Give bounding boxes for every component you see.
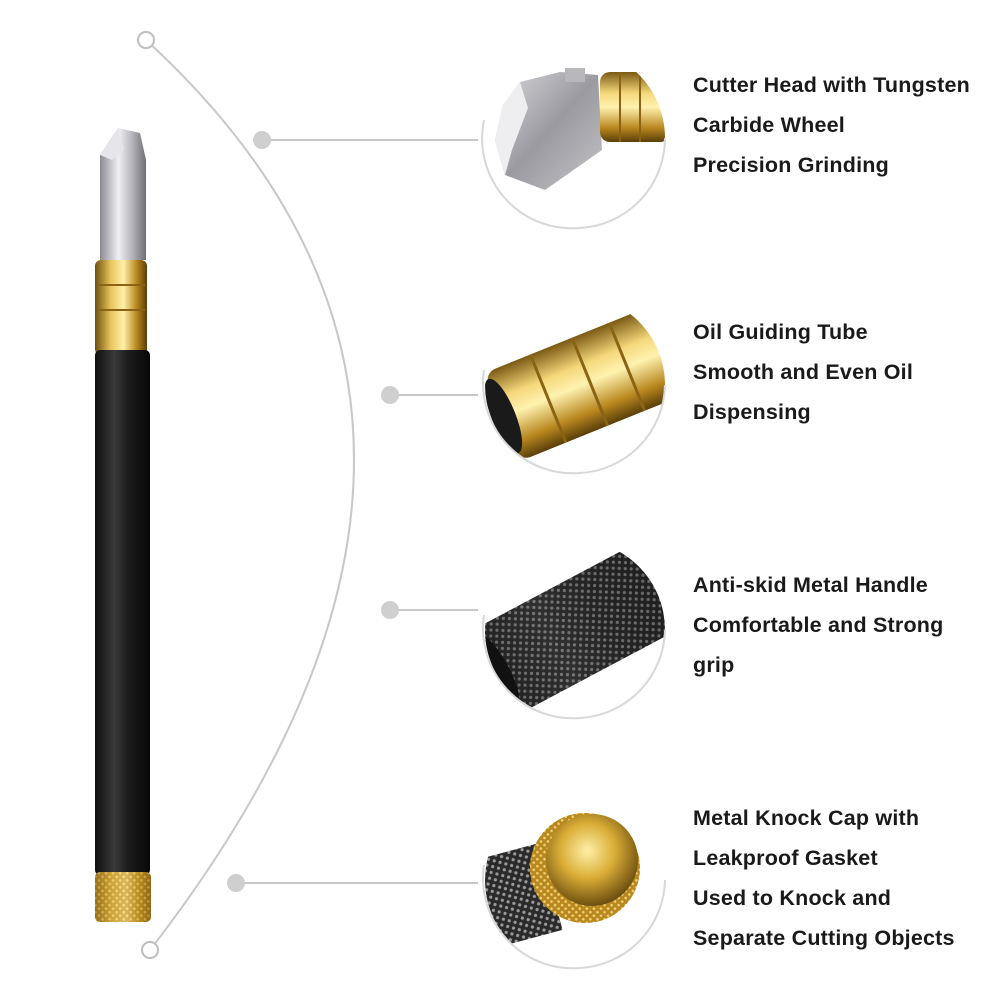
feature-line: Comfortable and Strong — [693, 613, 944, 637]
feature-line: Used to Knock and — [693, 886, 892, 910]
knock-cap-icon — [485, 790, 665, 970]
feature-line: Metal Knock Cap with — [693, 806, 920, 830]
feature-line: Oil Guiding Tube — [693, 320, 868, 344]
feature-line: grip — [693, 653, 735, 677]
connector-dot — [227, 874, 245, 892]
arc-end-top — [137, 31, 155, 49]
feature-line: Separate Cutting Objects — [693, 926, 955, 950]
connector-dot — [381, 386, 399, 404]
feature-line: Dispensing — [693, 400, 811, 424]
feature-handle: Anti-skid Metal Handle Comfortable and S… — [693, 565, 943, 685]
feature-knock-cap: Metal Knock Cap with Leakproof Gasket Us… — [693, 798, 955, 958]
feature-cutter-head: Cutter Head with Tungsten Carbide Wheel … — [693, 65, 970, 185]
guide-arc — [145, 39, 355, 951]
connector-dot — [253, 131, 271, 149]
cutter-head-icon — [485, 48, 665, 228]
knurled-handle-icon — [485, 540, 665, 720]
feature-line: Precision Grinding — [693, 153, 889, 177]
connector-dot — [381, 601, 399, 619]
feature-line: Leakproof Gasket — [693, 846, 878, 870]
feature-oil-tube: Oil Guiding Tube Smooth and Even Oil Dis… — [693, 312, 913, 432]
feature-line: Cutter Head with Tungsten — [693, 73, 970, 97]
oil-tube-icon — [485, 295, 665, 475]
arc-end-bottom — [141, 941, 159, 959]
feature-line: Carbide Wheel — [693, 113, 845, 137]
feature-line: Smooth and Even Oil — [693, 360, 914, 384]
feature-line: Anti-skid Metal Handle — [693, 573, 928, 597]
glass-cutter-photo — [95, 128, 151, 922]
